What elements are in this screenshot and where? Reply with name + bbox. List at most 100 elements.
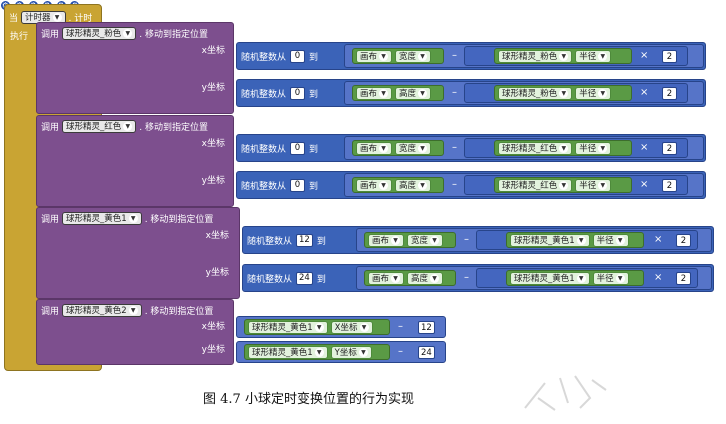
sprite-dropdown[interactable]: 球形精灵_黄色1▼	[248, 345, 328, 359]
random-label: 随机整数从	[247, 274, 293, 285]
minus-operator: –	[452, 50, 457, 61]
target-dropdown[interactable]: 球形精灵_粉色▼	[62, 26, 137, 40]
sprite-dropdown[interactable]: 球形精灵_黄色1▼	[510, 271, 590, 285]
to-label: 到	[309, 144, 319, 155]
sprite-dropdown[interactable]: 球形精灵_黄色1▼	[510, 233, 590, 247]
chevron-down-icon: ▼	[559, 51, 569, 61]
do-label: 执行	[10, 32, 29, 42]
sprite-dropdown[interactable]: 球形精灵_红色▼	[498, 141, 573, 155]
chevron-down-icon: ▼	[379, 143, 389, 153]
sprite-dropdown[interactable]: 球形精灵_红色▼	[498, 178, 573, 192]
canvas-dropdown[interactable]: 画布▼	[368, 233, 405, 247]
multiply-operator: ×	[640, 87, 649, 98]
x-label: x坐标	[201, 46, 225, 56]
multiplier-input[interactable]: 2	[662, 87, 677, 100]
sprite-prop-dropdown[interactable]: 半径▼	[575, 49, 612, 63]
chevron-down-icon: ▼	[598, 88, 608, 98]
sprite-radius-block[interactable]: 球形精灵_黄色1▼ 半径▼	[506, 232, 644, 248]
multiplier-input[interactable]: 2	[662, 142, 677, 155]
prop-dropdown[interactable]: 宽度▼	[407, 233, 444, 247]
sprite-prop-dropdown[interactable]: Y坐标▼	[330, 345, 372, 359]
call-head: 调用 球形精灵_黄色1▼ . 移动到指定位置	[41, 210, 213, 226]
random-label: 随机整数从	[241, 52, 287, 63]
canvas-dropdown[interactable]: 画布▼	[356, 49, 393, 63]
sprite-radius-block[interactable]: 球形精灵_黄色1▼ 半径▼	[506, 270, 644, 286]
sprite-prop-dropdown[interactable]: 半径▼	[575, 141, 612, 155]
when-label: 当	[9, 13, 19, 24]
number-input[interactable]: 24	[418, 346, 435, 359]
number-input[interactable]: 12	[296, 233, 313, 247]
multiplier-input[interactable]: 2	[676, 234, 691, 247]
canvas-width-block[interactable]: 画布▼ 宽度▼	[352, 48, 444, 64]
sprite-y-block[interactable]: 球形精灵_黄色1▼ Y坐标▼	[244, 344, 390, 360]
y-label: y坐标	[205, 268, 229, 278]
multiply-operator: ×	[654, 234, 663, 245]
random-label: 随机整数从	[241, 89, 287, 100]
canvas-dropdown[interactable]: 画布▼	[356, 141, 393, 155]
sprite-radius-block[interactable]: 球形精灵_粉色▼ 半径▼	[494, 48, 632, 64]
canvas-height-block[interactable]: 画布▼ 高度▼	[352, 177, 444, 193]
chevron-down-icon: ▼	[430, 235, 440, 245]
sprite-prop-dropdown[interactable]: 半径▼	[592, 233, 629, 247]
timer-component-dropdown[interactable]: 计时器▼	[21, 10, 66, 24]
canvas-height-block[interactable]: 画布▼ 高度▼	[352, 85, 444, 101]
chevron-down-icon: ▼	[598, 143, 608, 153]
canvas-width-block[interactable]: 画布▼ 宽度▼	[352, 140, 444, 156]
sprite-radius-block[interactable]: 球形精灵_红色▼ 半径▼	[494, 140, 632, 156]
to-label: 到	[309, 52, 319, 63]
call-block-yellow1[interactable]: 调用 球形精灵_黄色1▼ . 移动到指定位置 x坐标 y坐标	[36, 207, 240, 299]
target-dropdown[interactable]: 球形精灵_黄色2▼	[62, 303, 142, 317]
canvas-dropdown[interactable]: 画布▼	[356, 86, 393, 100]
number-input[interactable]: 12	[418, 321, 435, 334]
minus-operator: –	[398, 346, 403, 357]
call-label: 调用	[41, 122, 60, 133]
canvas-width-block[interactable]: 画布▼ 宽度▼	[364, 232, 456, 248]
canvas-height-block[interactable]: 画布▼ 高度▼	[364, 270, 456, 286]
number-input[interactable]: 0	[290, 86, 306, 100]
multiply-operator: ×	[640, 142, 649, 153]
sprite-dropdown[interactable]: 球形精灵_粉色▼	[498, 86, 573, 100]
sprite-radius-block[interactable]: 球形精灵_粉色▼ 半径▼	[494, 85, 632, 101]
random-label: 随机整数从	[241, 144, 287, 155]
sprite-prop-dropdown[interactable]: X坐标▼	[330, 320, 373, 334]
sprite-dropdown[interactable]: 球形精灵_黄色1▼	[248, 320, 328, 334]
to-label: 到	[309, 89, 319, 100]
multiplier-input[interactable]: 2	[662, 179, 677, 192]
prop-dropdown[interactable]: 高度▼	[395, 86, 432, 100]
sprite-x-block[interactable]: 球形精灵_黄色1▼ X坐标▼	[244, 319, 390, 335]
multiply-operator: ×	[654, 272, 663, 283]
chevron-down-icon: ▼	[559, 180, 569, 190]
sprite-prop-dropdown[interactable]: 半径▼	[592, 271, 629, 285]
method-label: . 移动到指定位置	[139, 29, 209, 40]
multiplier-input[interactable]: 2	[676, 272, 691, 285]
number-input[interactable]: 0	[290, 141, 306, 155]
chevron-down-icon: ▼	[418, 51, 428, 61]
canvas-dropdown[interactable]: 画布▼	[368, 271, 405, 285]
chevron-down-icon: ▼	[576, 273, 586, 283]
number-input[interactable]: 0	[290, 49, 306, 63]
number-input[interactable]: 24	[296, 271, 313, 285]
target-dropdown[interactable]: 球形精灵_黄色1▼	[62, 211, 142, 225]
chevron-down-icon: ▼	[379, 180, 389, 190]
chevron-down-icon: ▼	[598, 180, 608, 190]
multiplier-input[interactable]: 2	[662, 50, 677, 63]
y-label: y坐标	[201, 83, 225, 93]
prop-dropdown[interactable]: 宽度▼	[395, 141, 432, 155]
minus-operator: –	[452, 179, 457, 190]
prop-dropdown[interactable]: 宽度▼	[395, 49, 432, 63]
prop-dropdown[interactable]: 高度▼	[407, 271, 444, 285]
number-input[interactable]: 0	[290, 178, 306, 192]
event-hat: 当 计时器▼ . 计时	[9, 9, 92, 25]
sprite-radius-block[interactable]: 球形精灵_红色▼ 半径▼	[494, 177, 632, 193]
prop-dropdown[interactable]: 高度▼	[395, 178, 432, 192]
sprite-prop-dropdown[interactable]: 半径▼	[575, 178, 612, 192]
target-dropdown[interactable]: 球形精灵_红色▼	[62, 119, 137, 133]
chevron-down-icon: ▼	[379, 88, 389, 98]
sprite-prop-dropdown[interactable]: 半径▼	[575, 86, 612, 100]
call-block-yellow2[interactable]: 调用 球形精灵_黄色2▼ . 移动到指定位置 x坐标 y坐标	[36, 299, 234, 365]
call-block-pink[interactable]: 调用 球形精灵_粉色▼ . 移动到指定位置 x坐标 y坐标	[36, 22, 234, 114]
sprite-dropdown[interactable]: 球形精灵_粉色▼	[498, 49, 573, 63]
call-block-red[interactable]: 调用 球形精灵_红色▼ . 移动到指定位置 x坐标 y坐标	[36, 115, 234, 207]
chevron-down-icon: ▼	[418, 180, 428, 190]
canvas-dropdown[interactable]: 画布▼	[356, 178, 393, 192]
